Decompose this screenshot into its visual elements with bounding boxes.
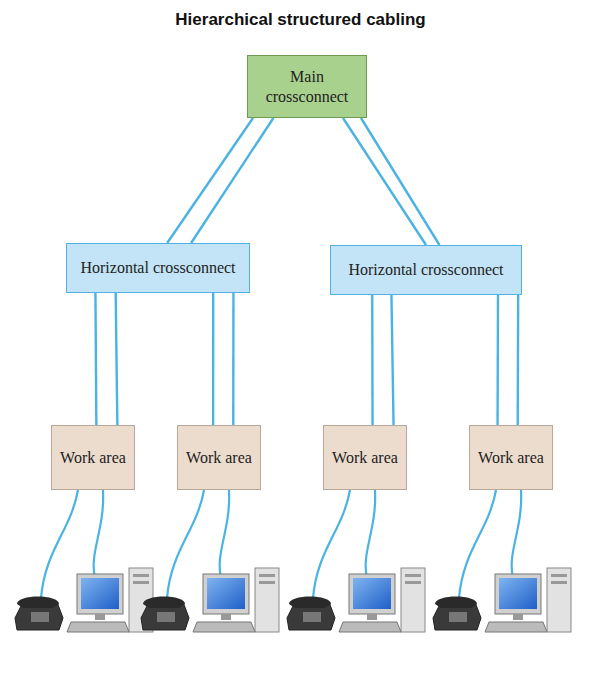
workstation [141,490,279,632]
box-label: Horizontal crossconnect [344,260,507,279]
cable-line [116,293,118,425]
box-label: Horizontal crossconnect [76,258,239,277]
main-crossconnect-box: Main crossconnect [247,55,367,118]
cable-line [167,118,253,243]
cable-line [191,118,273,243]
box-label: Work area [328,448,402,467]
workstation [15,490,153,632]
box-label: Work area [182,448,256,467]
cable-line [212,293,214,425]
diagram-title: Hierarchical structured cabling [0,10,601,30]
work-area-box: Work area [469,425,553,490]
cable-line [361,118,439,245]
workstation [287,490,425,632]
horizontal-crossconnect-box: Horizontal crossconnect [66,243,250,293]
cable-line [371,295,374,425]
horizontal-crossconnect-box: Horizontal crossconnect [330,245,522,295]
cable-line [391,295,393,425]
workstation [433,490,571,632]
box-label: Work area [56,448,130,467]
cable-line [232,293,235,425]
cable-line [517,295,520,425]
work-area-box: Work area [51,425,135,490]
work-area-box: Work area [177,425,261,490]
work-area-box: Work area [323,425,407,490]
cable-line [343,118,426,245]
title-text: Hierarchical structured cabling [0,10,601,30]
cable-line [496,295,499,425]
box-label: Work area [474,448,548,467]
cable-line [94,293,97,425]
box-label: Main crossconnect [248,67,366,105]
